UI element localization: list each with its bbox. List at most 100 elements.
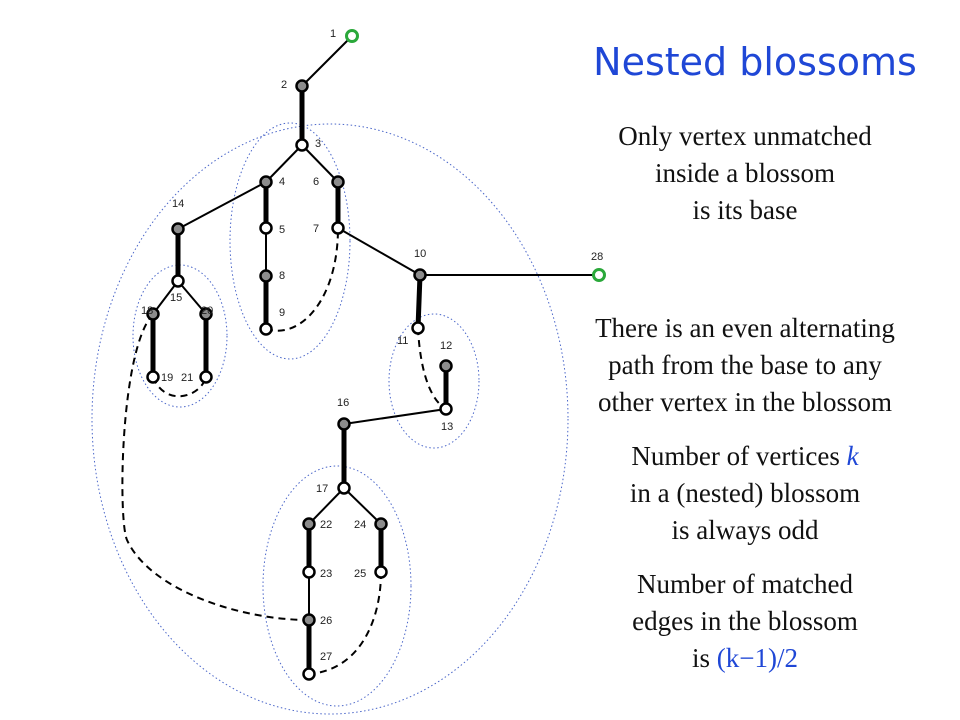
vertex-label-18: 18 [141,305,153,317]
vertex-26 [302,613,316,627]
note-base-line-2: inside a blossom [655,158,835,188]
vertex-3 [295,138,309,152]
vertex-16 [337,417,351,431]
vertex-15 [171,274,185,288]
edge-7-10-unmatched [337,227,421,276]
note-path-line-3: other vertex in the blossom [598,387,892,417]
vertex-17 [337,481,351,495]
note-vertices-prefix: Number of vertices [631,441,847,471]
vertex-label-19: 19 [161,372,173,384]
vertex-label-24: 24 [354,519,366,531]
vertex-5 [259,221,273,235]
edge-10-11-matched [415,272,423,331]
edge-15-20-unmatched [177,280,207,315]
slide-title: Nested blossoms [593,40,917,84]
vertex-label-25: 25 [354,568,366,580]
note-edges-line-1: Number of matched [637,569,853,599]
vertex-23 [302,565,316,579]
note-vertices: Number of vertices k in a (nested) bloss… [575,438,915,549]
vertex-label-15: 15 [170,292,182,304]
vertex-20 [199,307,213,321]
vertex-label-3: 3 [315,138,321,150]
vertex-24 [374,517,388,531]
formula-k-minus-1-over-2: (k−1)/2 [716,643,798,673]
edge-1-2-unmatched [301,35,353,87]
vertex-label-4: 4 [279,176,285,188]
vertex-11 [411,321,425,335]
vertex-label-5: 5 [279,224,285,236]
edge-3-6-unmatched [301,144,339,183]
edge-4-14-unmatched [177,181,267,230]
note-base-line-1: Only vertex unmatched [618,121,872,151]
vertex-label-13: 13 [441,421,453,433]
vertex-label-2: 2 [281,79,287,91]
var-k: k [846,441,859,471]
note-path: There is an even alternating path from t… [555,310,935,421]
vertex-18 [146,307,160,321]
note-path-line-2: path from the base to any [608,350,882,380]
vertex-28 [592,268,606,282]
note-vertices-line-2: in a (nested) blossom [629,478,861,508]
vertex-7 [331,221,345,235]
edge-15-18-unmatched [152,280,179,315]
edge-18-26-dashed [121,313,310,621]
note-edges-prefix: is [692,643,717,673]
vertex-label-27: 27 [320,651,332,663]
vertex-label-20: 20 [201,305,213,317]
note-base: Only vertex unmatched inside a blossom i… [575,118,915,229]
edge-11-13-dashed [417,327,447,410]
blossom-17-27 [262,465,412,707]
vertex-label-1: 1 [330,28,336,40]
vertex-label-16: 16 [337,397,349,409]
vertex-25 [374,565,388,579]
note-edges-line-3: is (k−1)/2 [575,640,915,677]
vertex-label-21: 21 [181,372,193,384]
vertex-6 [331,175,345,189]
vertex-label-28: 28 [591,251,603,263]
edges-layer [121,35,600,677]
vertex-label-11: 11 [397,335,408,347]
edge-17-22-unmatched [308,487,345,525]
vertex-9 [259,322,273,336]
vertex-13 [439,402,453,416]
blossom-3-9 [229,122,351,360]
note-path-line-1: There is an even alternating [595,313,895,343]
edge-9-7-dashed [265,227,339,332]
vertex-label-22: 22 [320,519,332,531]
vertex-14 [171,222,185,236]
note-edges: Number of matched edges in the blossom i… [575,566,915,677]
vertex-label-6: 6 [313,176,319,188]
vertex-27 [302,667,316,681]
vertex-21 [199,370,213,384]
edge-17-24-unmatched [343,487,382,525]
vertex-4 [259,175,273,189]
vertex-label-8: 8 [279,270,285,282]
note-vertices-line-3: is always odd [671,515,819,545]
note-edges-line-2: edges in the blossom [632,606,858,636]
blossom-11-13 [388,313,480,449]
vertex-label-10: 10 [414,248,426,260]
vertex-label-9: 9 [279,307,285,319]
vertex-10 [413,268,427,282]
vertex-1 [345,29,359,43]
vertex-12 [439,359,453,373]
vertex-2 [295,79,309,93]
vertex-label-14: 14 [172,198,184,210]
outer-blossom [91,123,569,715]
vertex-label-26: 26 [320,615,332,627]
vertex-19 [146,370,160,384]
edge-25-27-dashed [308,571,382,675]
edge-3-4-unmatched [265,144,303,183]
vertex-label-7: 7 [313,223,319,235]
edge-13-16-unmatched [343,408,447,425]
vertex-label-23: 23 [320,568,332,580]
vertex-label-12: 12 [440,340,452,352]
vertices-layer [146,29,606,681]
vertex-22 [302,517,316,531]
note-vertices-line-1: Number of vertices k [575,438,915,475]
vertex-8 [259,269,273,283]
vertex-label-17: 17 [316,483,328,495]
